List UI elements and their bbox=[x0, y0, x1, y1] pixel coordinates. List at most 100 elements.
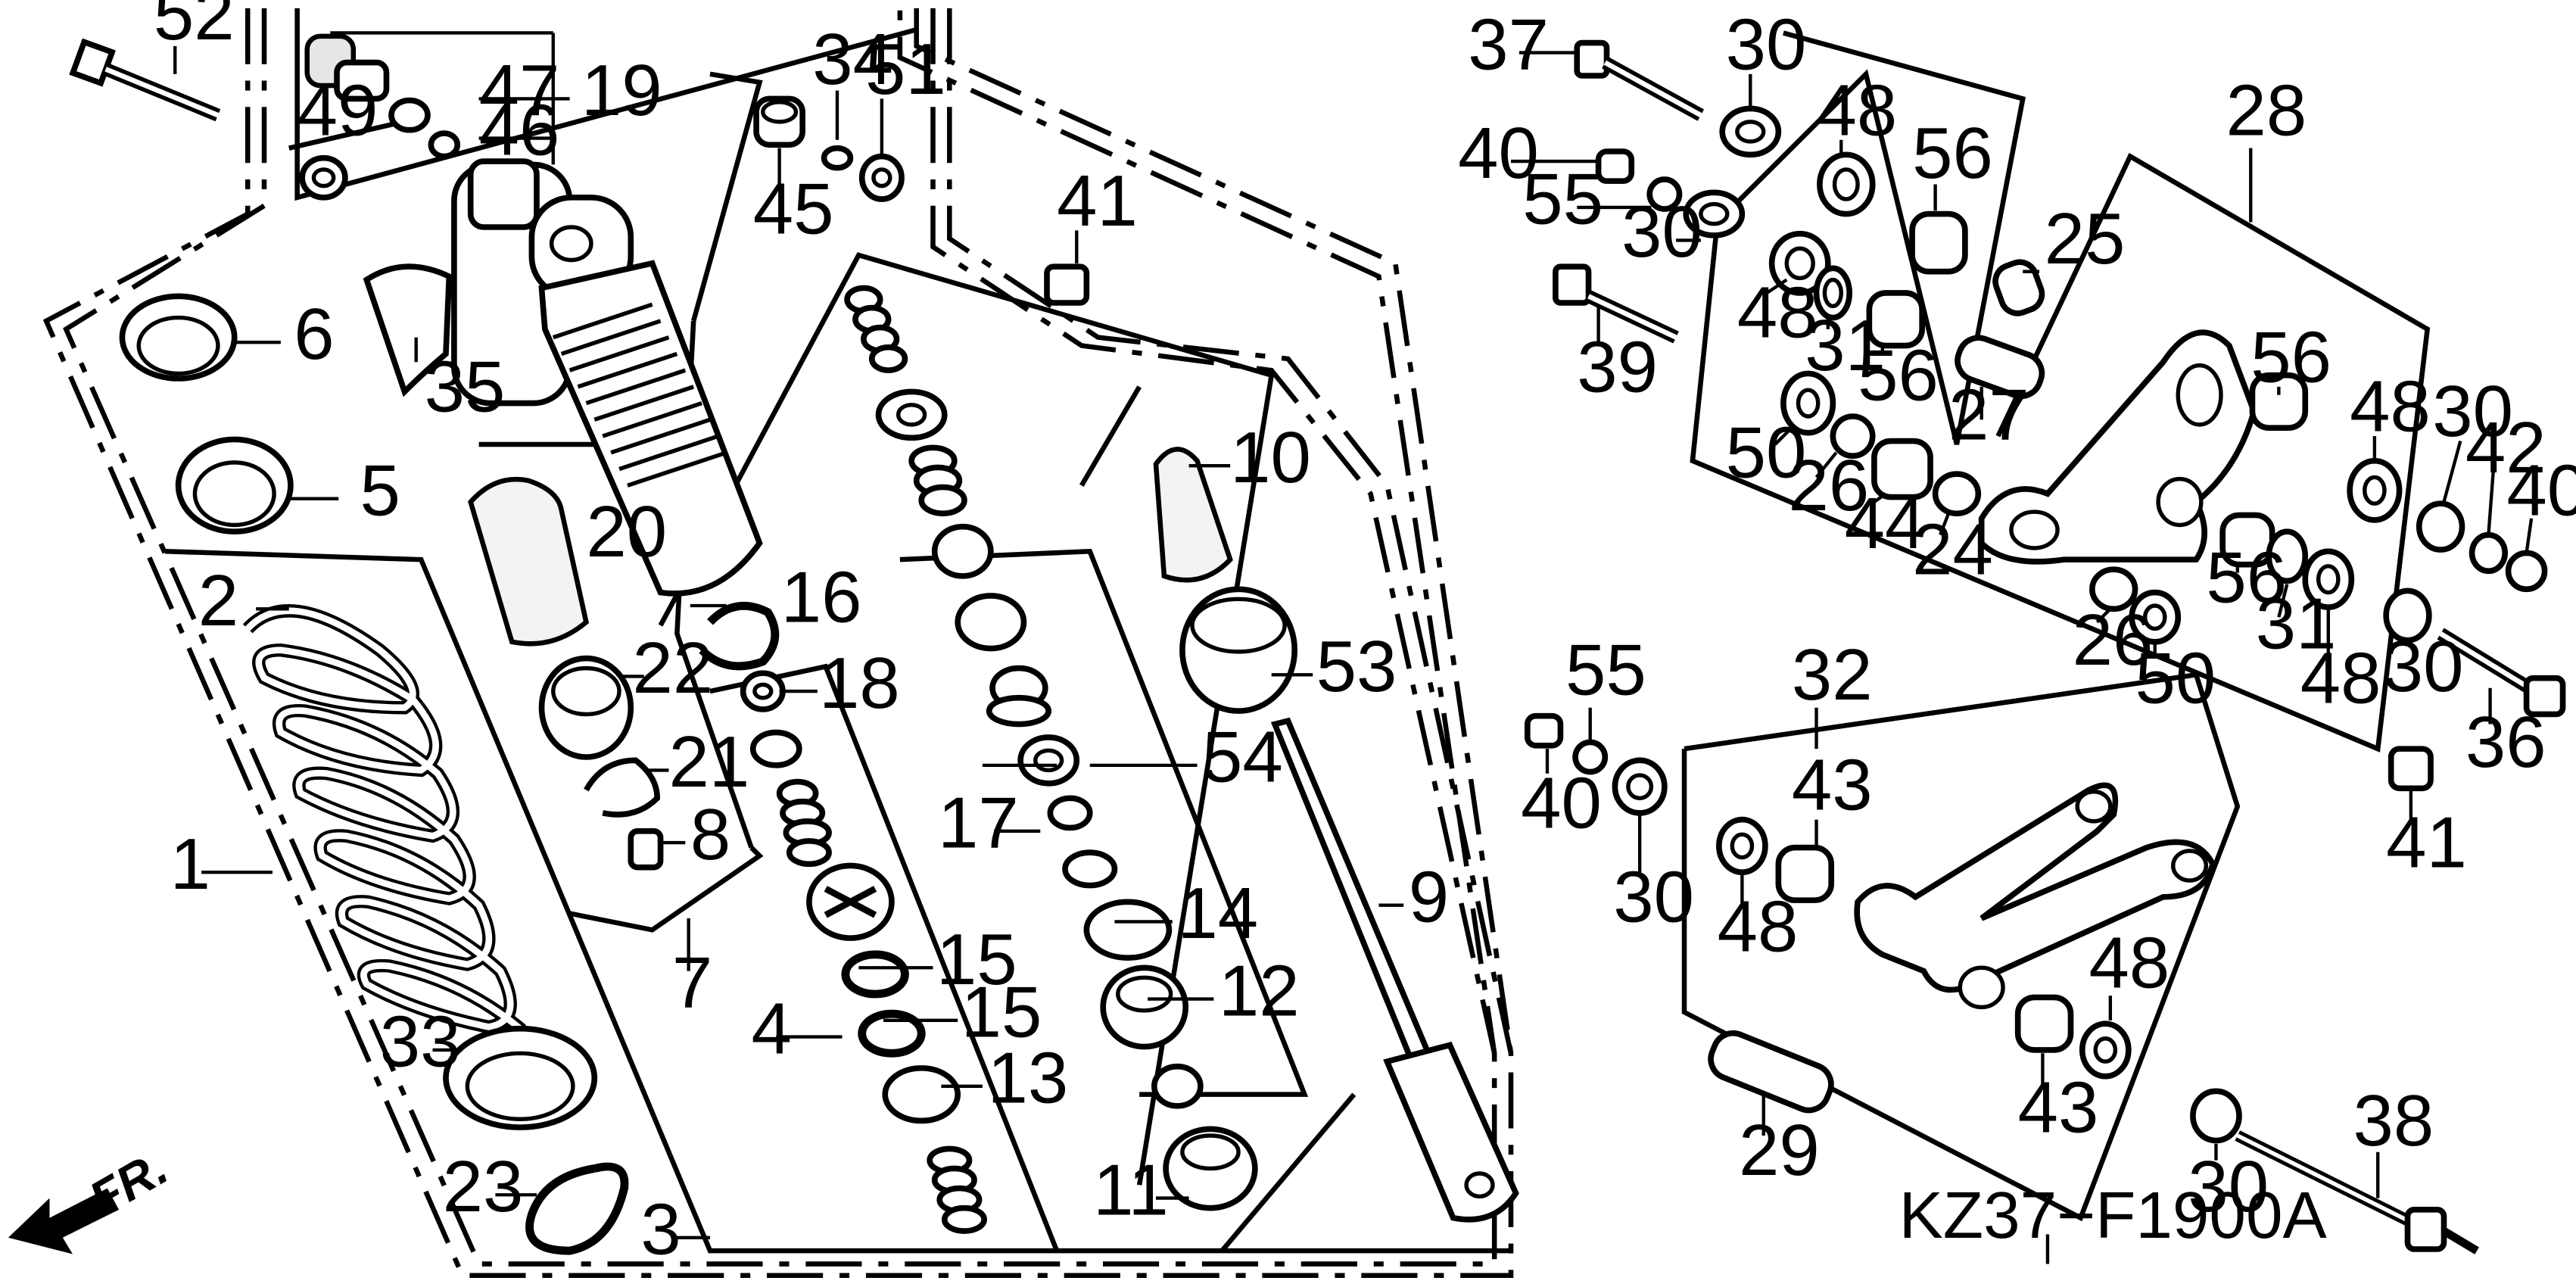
callout-48f: 48 bbox=[2089, 922, 2170, 1003]
seal-26a-art bbox=[1830, 413, 1876, 459]
pipe-29-art bbox=[1708, 1030, 1834, 1114]
bearing-48f-art bbox=[2079, 1021, 2132, 1080]
bump-rubber-10-art bbox=[1153, 447, 1233, 583]
callout-labels: 52 49 47 19 46 6 5 2 1 33 23 3 35 20 16 … bbox=[80, 0, 2576, 1270]
callout-25: 25 bbox=[2045, 198, 2126, 279]
callout-22: 22 bbox=[632, 628, 713, 709]
callout-37: 37 bbox=[1468, 4, 1549, 85]
callout-40c: 40 bbox=[1521, 763, 1602, 844]
arm-28-art bbox=[1978, 329, 2257, 565]
part-artwork bbox=[8, 33, 2566, 1255]
callout-36: 36 bbox=[2465, 702, 2546, 783]
ring-23-art bbox=[525, 1162, 629, 1255]
callout-42: 42 bbox=[2465, 407, 2546, 488]
callout-14: 14 bbox=[1177, 873, 1258, 954]
callout-7: 7 bbox=[672, 943, 712, 1024]
shaft-9-art bbox=[1270, 717, 1519, 1223]
bearing-48c-art bbox=[2347, 457, 2403, 523]
bladder-20-art bbox=[468, 476, 590, 647]
callout-50a: 50 bbox=[1726, 413, 1807, 494]
bearing-48a-art bbox=[1817, 151, 1876, 217]
callout-32: 32 bbox=[1792, 634, 1873, 715]
collar-30e-art bbox=[1612, 757, 1668, 816]
callout-19: 19 bbox=[581, 50, 662, 131]
nut-41b-art bbox=[2388, 746, 2434, 792]
callout-30f: 30 bbox=[2188, 1146, 2269, 1227]
collar-30f-art bbox=[2190, 1088, 2242, 1144]
callout-31b: 31 bbox=[2256, 584, 2337, 665]
callout-53: 53 bbox=[1316, 626, 1397, 707]
callout-56c: 56 bbox=[2250, 316, 2331, 397]
callout-4: 4 bbox=[752, 988, 792, 1069]
callout-30c: 30 bbox=[2432, 371, 2513, 452]
bolt-39-art bbox=[1553, 263, 1679, 344]
callout-2: 2 bbox=[198, 560, 238, 641]
callout-13: 13 bbox=[987, 1038, 1068, 1119]
bearing-44-art bbox=[1871, 438, 1933, 500]
callout-15a: 15 bbox=[936, 919, 1017, 1000]
callout-56a: 56 bbox=[1912, 113, 1993, 194]
callout-52: 52 bbox=[154, 0, 235, 55]
callout-49: 49 bbox=[297, 70, 378, 151]
nut-18-art bbox=[740, 670, 786, 712]
guide-35-art bbox=[363, 263, 453, 397]
nut-40b-art bbox=[2505, 550, 2548, 593]
callout-27: 27 bbox=[1948, 375, 2029, 456]
callout-47: 47 bbox=[479, 50, 560, 131]
callout-30a: 30 bbox=[1726, 4, 1807, 85]
locknut-6-art bbox=[119, 293, 238, 382]
cap-22-art bbox=[538, 655, 634, 760]
callout-35: 35 bbox=[425, 347, 506, 428]
diagram-code: KZ37−F1900A bbox=[1899, 1179, 2327, 1252]
bearing-49-art bbox=[299, 154, 348, 201]
ring-34-art bbox=[821, 145, 854, 171]
callout-11: 11 bbox=[1093, 1149, 1169, 1230]
shock-body-art bbox=[451, 158, 763, 597]
callout-29: 29 bbox=[1739, 1110, 1820, 1191]
bearing-43b-art bbox=[2014, 994, 2074, 1053]
callout-26a: 26 bbox=[1788, 445, 1869, 526]
callout-48d: 48 bbox=[2300, 637, 2381, 718]
callout-23: 23 bbox=[443, 1146, 524, 1227]
callout-21: 21 bbox=[668, 721, 749, 802]
callout-1: 1 bbox=[170, 824, 210, 905]
callout-6: 6 bbox=[294, 294, 334, 375]
callout-31a: 31 bbox=[1805, 305, 1886, 386]
group-outlines bbox=[42, 8, 2431, 1279]
bearing-56b-art bbox=[1866, 290, 1925, 349]
callout-34: 34 bbox=[812, 19, 893, 100]
callout-50b: 50 bbox=[2135, 637, 2216, 718]
bolt-38-art bbox=[2235, 1130, 2479, 1254]
bearing-50a-art bbox=[1780, 370, 1836, 436]
callout-26b: 26 bbox=[2073, 600, 2154, 681]
callout-56b: 56 bbox=[1858, 335, 1939, 416]
rod-32-art bbox=[1854, 782, 2216, 1010]
callout-12: 12 bbox=[1219, 950, 1300, 1031]
callout-9: 9 bbox=[1409, 857, 1449, 938]
callout-17: 17 bbox=[938, 783, 1019, 864]
clip-21-art bbox=[584, 757, 661, 818]
callout-16: 16 bbox=[781, 557, 862, 638]
bearing-48d-art bbox=[2302, 548, 2355, 610]
spring-2-art bbox=[242, 604, 537, 1096]
callout-38: 38 bbox=[2353, 1080, 2434, 1161]
callout-10: 10 bbox=[1230, 417, 1311, 498]
callout-44: 44 bbox=[1845, 483, 1926, 564]
bolt-37-art bbox=[1574, 39, 1705, 121]
callout-8: 8 bbox=[690, 794, 730, 875]
bushing-45-art bbox=[753, 95, 805, 148]
boot-53-art bbox=[1179, 586, 1298, 714]
seal-26b-art bbox=[2089, 566, 2138, 612]
bearing-56c-art bbox=[2249, 372, 2309, 432]
snap-ring-16-art bbox=[699, 601, 780, 671]
callout-3: 3 bbox=[640, 1189, 681, 1270]
callout-55b: 55 bbox=[1565, 630, 1646, 711]
collar-30d-art bbox=[2383, 587, 2432, 644]
valve-stack-art bbox=[844, 285, 1258, 1211]
callout-30d: 30 bbox=[2383, 626, 2464, 707]
callout-24: 24 bbox=[1912, 510, 1993, 591]
callout-30b: 30 bbox=[1621, 192, 1702, 273]
callout-51: 51 bbox=[865, 29, 946, 110]
nut-41-art bbox=[1044, 263, 1090, 306]
